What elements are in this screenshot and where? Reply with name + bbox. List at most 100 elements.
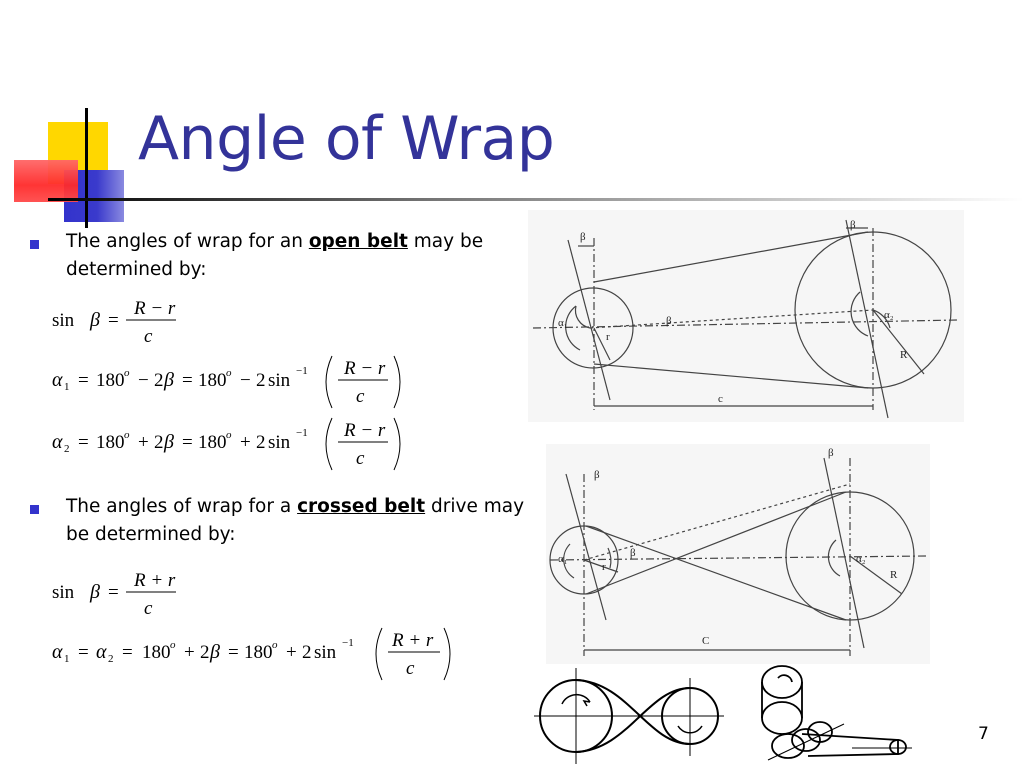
svg-text:β: β (828, 447, 834, 459)
svg-text:R − r: R − r (343, 420, 386, 441)
svg-text:1: 1 (64, 653, 70, 665)
svg-text:α: α (52, 641, 63, 663)
svg-text:−1: −1 (296, 427, 308, 439)
svg-text:c: c (144, 326, 153, 347)
svg-text:2: 2 (200, 642, 210, 663)
svg-text:β: β (580, 231, 586, 243)
svg-text:o: o (124, 367, 130, 379)
svg-text:o: o (272, 639, 278, 651)
svg-text:α₁: α₁ (558, 317, 568, 329)
bullet-text: drive may be determined by: (66, 496, 525, 545)
red-accent-square (14, 160, 78, 202)
svg-text:180: 180 (142, 642, 171, 663)
svg-text:=: = (108, 582, 119, 603)
svg-text:β: β (209, 641, 220, 663)
bullet-text: may be determined by: (66, 231, 484, 280)
svg-text:α₂: α₂ (856, 553, 866, 565)
svg-text:R + r: R + r (133, 570, 176, 591)
svg-text:R − r: R − r (133, 298, 176, 319)
bullet-emphasis: crossed belt (297, 496, 426, 517)
accent-vertical-line (85, 108, 88, 228)
bullet-marker (30, 505, 39, 514)
bullet-marker (30, 240, 39, 249)
slide-title: Angle of Wrap (138, 104, 555, 174)
svg-text:2: 2 (64, 443, 70, 455)
svg-text:c: c (406, 658, 415, 679)
svg-text:2: 2 (154, 432, 164, 453)
equation-alpha-crossed: α 1 = α 2 = 180 o + 2 β = 180 o + 2 sin … (52, 627, 451, 681)
svg-text:R + r: R + r (391, 630, 434, 651)
svg-text:180: 180 (244, 642, 273, 663)
svg-text:2: 2 (256, 370, 266, 391)
svg-text:+: + (184, 642, 195, 663)
equation-alpha1-open: α 1 = 180 o − 2 β = 180 o − 2 sin −1 R −… (52, 355, 401, 409)
svg-text:+: + (240, 432, 251, 453)
svg-text:180: 180 (198, 370, 227, 391)
svg-text:o: o (124, 429, 130, 441)
svg-text:o: o (170, 639, 176, 651)
svg-text:o: o (226, 429, 232, 441)
svg-text:sin: sin (268, 370, 291, 391)
svg-text:c: c (356, 386, 365, 407)
bullet-crossed-belt: The angles of wrap for a crossed belt dr… (66, 493, 526, 549)
svg-text:α: α (96, 641, 107, 663)
svg-text:β: β (89, 309, 100, 331)
svg-text:180: 180 (96, 432, 125, 453)
svg-text:=: = (182, 370, 193, 391)
svg-text:R: R (890, 569, 898, 581)
svg-text:β: β (163, 369, 174, 391)
svg-text:180: 180 (96, 370, 125, 391)
svg-text:180: 180 (198, 432, 227, 453)
bullet-emphasis: open belt (308, 231, 408, 252)
svg-text:β: β (89, 581, 100, 603)
svg-text:α: α (52, 369, 63, 391)
svg-text:C: C (702, 635, 709, 647)
title-underline (48, 198, 1024, 201)
bullet-text: The angles of wrap for a (66, 496, 298, 517)
svg-text:β: β (850, 219, 856, 231)
svg-text:sin: sin (52, 582, 75, 603)
svg-text:sin: sin (268, 432, 291, 453)
svg-text:r: r (602, 561, 606, 573)
svg-text:=: = (108, 310, 119, 331)
svg-text:=: = (78, 432, 89, 453)
equation-sin-beta-open: sin β = R − r c (52, 298, 176, 347)
svg-text:β: β (594, 469, 600, 481)
svg-text:1: 1 (64, 381, 70, 393)
quarter-turn-belt-sketch (761, 665, 912, 761)
svg-text:β: β (163, 431, 174, 453)
svg-text:α₁: α₁ (558, 553, 568, 565)
svg-text:+: + (286, 642, 297, 663)
equation-alpha2-open: α 2 = 180 o + 2 β = 180 o + 2 sin −1 R −… (52, 417, 401, 471)
crossed-belt-sketch (534, 668, 724, 764)
equation-sin-beta-crossed: sin β = R + r c (52, 570, 176, 619)
bullet-text: The angles of wrap for an (66, 231, 309, 252)
svg-text:o: o (226, 367, 232, 379)
svg-text:r: r (606, 331, 610, 343)
svg-text:−1: −1 (342, 637, 354, 649)
slide-number: 7 (978, 724, 989, 744)
svg-text:sin: sin (314, 642, 337, 663)
open-belt-diagram: β β α₁ α₂ β r R c (528, 210, 964, 422)
svg-text:β: β (630, 547, 636, 559)
svg-text:2: 2 (154, 370, 164, 391)
svg-text:=: = (182, 432, 193, 453)
svg-text:=: = (78, 642, 89, 663)
svg-text:−1: −1 (296, 365, 308, 377)
svg-text:=: = (228, 642, 239, 663)
svg-text:α: α (52, 431, 63, 453)
svg-text:=: = (122, 642, 133, 663)
svg-text:R − r: R − r (343, 358, 386, 379)
svg-text:2: 2 (256, 432, 266, 453)
crossed-belt-diagram: β β α₁ α₂ β r R C (546, 444, 930, 664)
svg-text:c: c (144, 598, 153, 619)
svg-text:−: − (138, 370, 149, 391)
svg-text:β: β (666, 315, 672, 327)
svg-text:c: c (356, 448, 365, 469)
svg-text:=: = (78, 370, 89, 391)
svg-text:2: 2 (108, 653, 114, 665)
svg-text:α₂: α₂ (884, 309, 894, 321)
bullet-open-belt: The angles of wrap for an open belt may … (66, 228, 526, 284)
svg-text:sin: sin (52, 310, 75, 331)
svg-text:−: − (240, 370, 251, 391)
